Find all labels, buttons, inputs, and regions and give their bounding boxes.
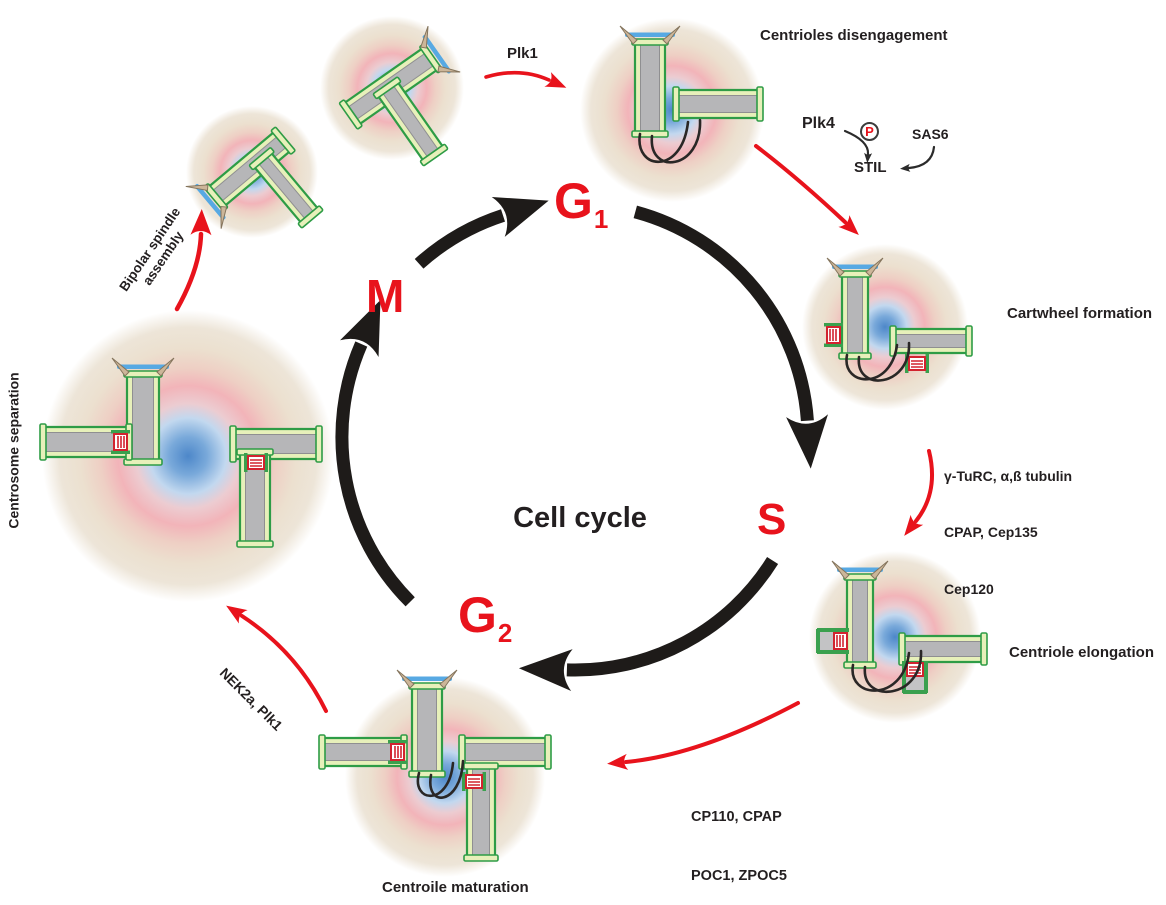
plk1-arrow [484,70,567,88]
phase-m: M [366,273,404,319]
phase-g1: G1 [554,173,608,232]
plk1-label: Plk1 [507,45,538,62]
elongation-proteins-line2: POC1, ZPOC5 [691,867,787,884]
stage-label-disengagement: Centrioles disengagement [760,27,948,44]
cell-cycle-ring [335,196,828,692]
phase-g2: G2 [458,587,512,646]
centrosome-separation [39,310,334,602]
centrosome-disengagement-pcm [580,18,764,202]
phase-m-main: M [366,270,405,322]
elongation-proteins: CP110, CPAP POC1, ZPOC5 [691,769,787,905]
arc-g2-to-m [335,299,415,607]
cycle-title: Cell cycle [513,502,647,534]
phase-s: S [757,498,786,542]
stage-label-separation: Centrosome separation [5,372,22,529]
cartwheel-proteins-line2: CPAP, Cep135 [944,524,1038,541]
stage-label-elongation: Centriole elongation [1009,644,1155,661]
centrosome-maturation [318,669,552,877]
centrosome-mitotic-a [185,106,324,238]
stage-label-cartwheel: Cartwheel formation [1007,305,1153,322]
phospho-badge: P [860,122,879,141]
centrosome-elongation [809,551,988,723]
stil-label: STIL [854,159,887,176]
centrosome-disengagement [580,18,764,202]
arc-s-to-g2 [518,557,779,692]
cartwheel-proteins-line1: γ-TuRC, α,ß tubulin [944,467,1073,484]
molecular-arrows [843,129,936,172]
phase-g1-main: G [554,173,593,229]
plk4-label: Plk4 [802,115,835,132]
arc-m-to-g1 [414,196,549,269]
bipolar-spindle-arrow [174,209,212,312]
sas6-to-stil-arrow [900,145,936,172]
nek2a-arrow [226,605,328,713]
plk4-to-stil-arrow [843,129,873,163]
transition-arrows [174,70,934,770]
cartwheel-proteins-line3: Cep120 [944,581,994,598]
centrosome-cartwheel [802,244,973,410]
cartwheel-to-elongation-arrow [904,449,934,536]
arc-g1-to-s [633,205,828,469]
phase-g1-sub: 1 [593,204,609,234]
centrosome-illustrations [39,16,988,877]
elongation-proteins-line1: CP110, CPAP [691,809,782,826]
sas6-label: SAS6 [912,126,949,142]
disengagement-to-cartwheel-arrow [754,144,859,235]
phase-g2-sub: 2 [497,618,513,648]
elongation-to-maturation-arrow [607,701,800,770]
cartwheel-proteins: γ-TuRC, α,ß tubulin CPAP, Cep135 Cep120 [944,429,1072,637]
stage-label-maturation: Centroile maturation [382,879,529,896]
phase-s-main: S [757,495,787,544]
phase-g2-main: G [458,587,497,643]
centrosome-mitotic-b [320,16,464,167]
